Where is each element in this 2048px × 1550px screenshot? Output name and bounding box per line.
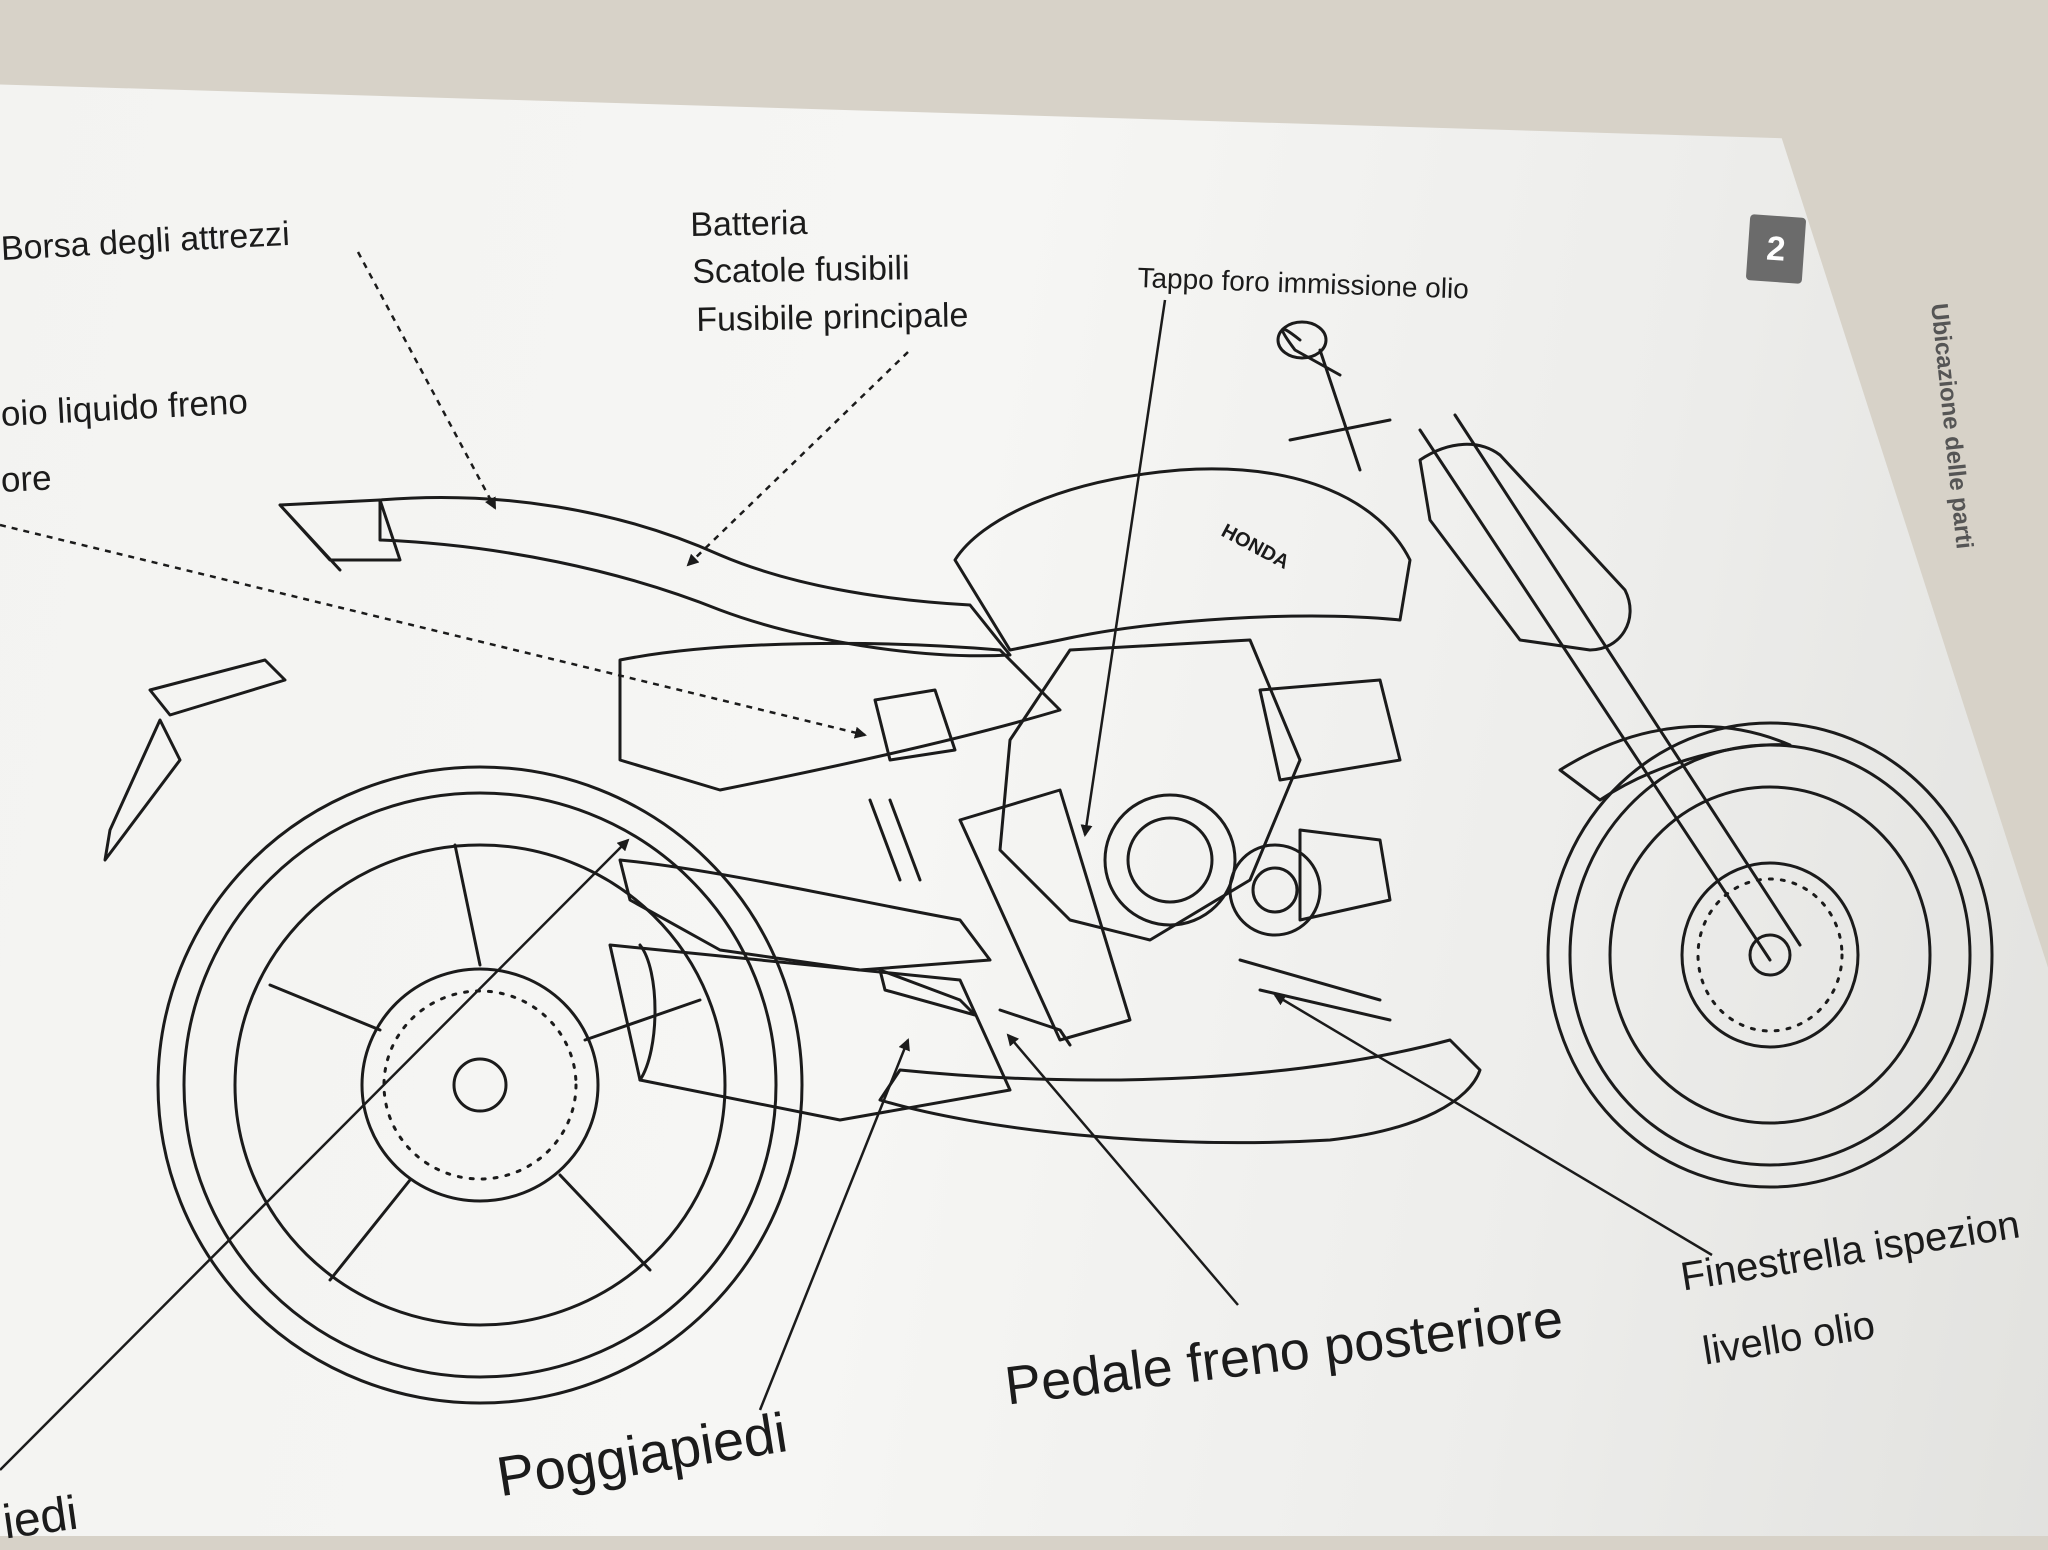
engine bbox=[998, 638, 1402, 1022]
fuel-tank bbox=[953, 467, 1412, 652]
leader-lines bbox=[0, 251, 1713, 1471]
seat bbox=[378, 495, 1012, 658]
headlight bbox=[1418, 442, 1632, 652]
rear-shock bbox=[868, 798, 922, 882]
leader-brake-fluid bbox=[0, 523, 867, 739]
label-battery: Batteria bbox=[689, 203, 808, 244]
belly-pan bbox=[878, 1038, 1482, 1145]
leader-oil-window bbox=[1273, 993, 1713, 1257]
label-footpeg-left: iedi bbox=[0, 1486, 81, 1550]
label-fuse-boxes: Scatole fusibili bbox=[691, 249, 910, 291]
tail bbox=[278, 498, 402, 572]
rear-hugger bbox=[103, 718, 182, 862]
frame bbox=[958, 788, 1132, 1042]
tank-brand: HONDA bbox=[1218, 520, 1293, 574]
leader-rear-brake bbox=[1006, 1033, 1239, 1306]
label-brake-fluid-line2: ore bbox=[0, 458, 53, 500]
tail-light bbox=[148, 658, 287, 717]
front-fork bbox=[1418, 413, 1802, 962]
leader-battery bbox=[686, 351, 909, 567]
side-cover bbox=[618, 641, 1062, 792]
leader-footpeg bbox=[758, 1038, 910, 1411]
leader-tool-bag bbox=[356, 251, 497, 510]
leader-oil-filler bbox=[1080, 299, 1167, 837]
label-main-fuse: Fusibile principale bbox=[695, 296, 969, 339]
leader-footpeg-left bbox=[0, 838, 630, 1471]
section-number-tab: 2 bbox=[1745, 214, 1807, 284]
front-fender bbox=[1558, 725, 1792, 802]
mirror bbox=[1276, 320, 1328, 360]
rear-wheel bbox=[156, 765, 804, 1405]
exhaust bbox=[608, 943, 1012, 1122]
footpeg-drawing bbox=[878, 968, 977, 1017]
swingarm bbox=[618, 858, 992, 972]
handlebar bbox=[1288, 348, 1392, 472]
section-number: 2 bbox=[1765, 229, 1787, 269]
